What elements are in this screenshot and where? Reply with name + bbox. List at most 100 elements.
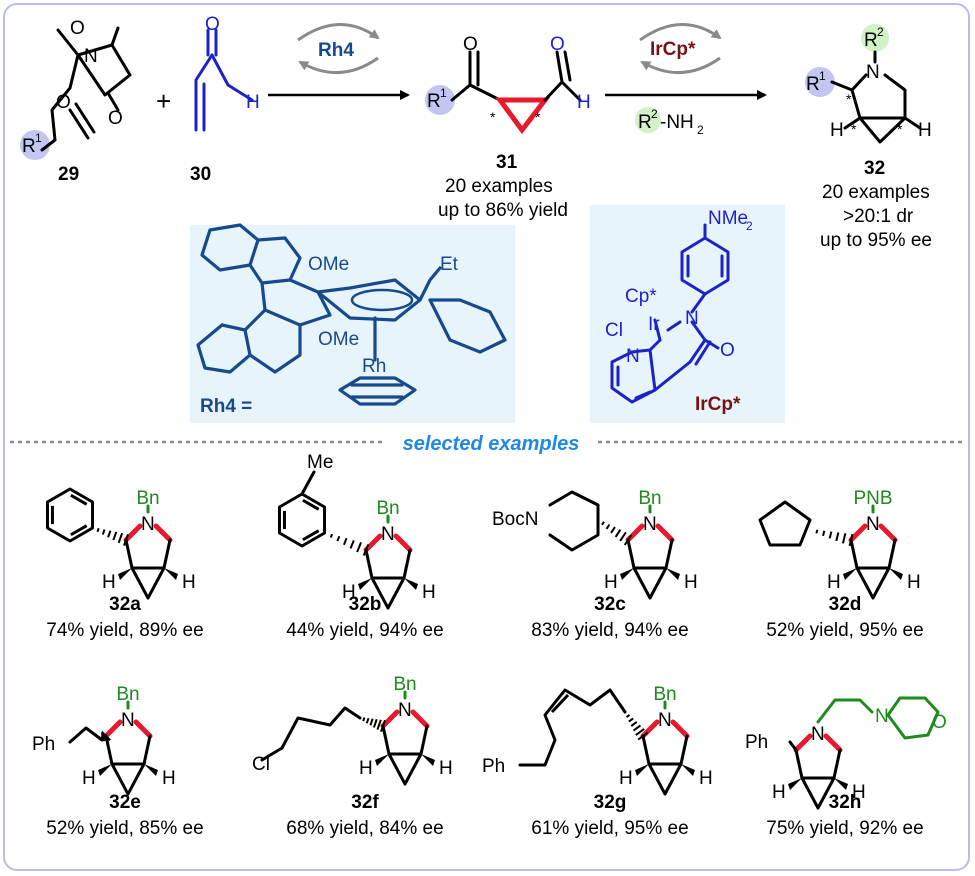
h-label: H [182,572,196,593]
r1-highlight-circle [20,130,50,160]
h-label: H [918,120,932,141]
h-label: H [342,582,356,603]
h-label: H [827,572,841,593]
compound-31-structure [425,50,582,135]
r2-highlight-circle [635,107,661,133]
n-label: N [121,710,135,731]
catalytic-cycle-arrow [297,23,380,42]
n-substituent-label: Bn [136,488,159,509]
compound-30-structure [194,28,254,132]
h-label: H [82,768,96,789]
o-label: O [70,18,85,39]
summary-31-line: up to 86% yield [438,200,568,221]
pyrrolidine-core [98,700,158,796]
o-label: O [720,340,735,361]
summary-32-line: 20 examples [822,182,930,203]
n-substituent-label: Bn [116,684,139,705]
catalytic-cycle-arrow [639,23,722,42]
example-id-32a: 32a [109,594,141,615]
r1-sup: 1 [35,131,42,145]
n-substituent-label: Bn [393,674,416,695]
stereo-mark: * [851,121,857,137]
example-result-32g: 61% yield, 95% ee [531,818,688,839]
n-label: N [685,308,699,329]
h-label: H [162,768,176,789]
plus-sign: + [156,86,171,116]
benzene-ring [277,492,327,548]
r1-sup: 1 [440,86,447,100]
n-label: N [141,514,155,535]
rh4-structure [196,223,507,406]
r1-highlight-circle [425,85,455,115]
pyrrolidine-core [843,504,903,600]
phenyl-bond [788,740,798,752]
stereo-mark: * [846,91,852,107]
alkyl-chain [68,726,104,744]
h-label: H [852,782,866,803]
catalytic-cycle-arrow [640,56,721,74]
n-label: N [84,46,98,67]
morpholine-ring [886,696,940,740]
example-id-32c: 32c [594,594,626,615]
phenyl-label: Ph [32,734,55,755]
n-label: N [866,62,880,83]
n-label: N [643,514,657,535]
o-label: O [205,14,220,35]
cl-label: Cl [605,320,623,341]
h-label: H [772,782,786,803]
methyl-bond [300,470,316,496]
compound-32-label: 32 [864,158,885,179]
selected-examples-header: selected examples [403,433,580,455]
h-label: H [439,758,453,779]
pyrrolidine-core [118,504,178,600]
rh-label: Rh [362,356,386,377]
example-id-32d: 32d [829,594,862,615]
r1-highlight-circle [805,67,835,97]
example-id-32b: 32b [349,594,382,615]
morpholine-o-label: O [932,712,947,733]
h-label: H [830,120,844,141]
h-label: H [422,582,436,603]
h-label: H [907,572,921,593]
benzene-ring [45,487,95,543]
compound-29-structure [20,26,132,160]
ome-bottom-label: OMe [318,329,359,350]
h-label: H [102,572,116,593]
cyclopentane-ring [758,500,812,547]
morpholine-n-label: N [875,706,889,727]
n-label: N [626,346,640,367]
example-result-32d: 52% yield, 95% ee [766,620,923,641]
figure-frame [3,3,970,871]
h-label: H [699,768,713,789]
pyrrolidine-core [620,504,680,600]
ircp-catalyst-box [590,205,785,423]
summary-31-line: 20 examples [445,176,553,197]
summary-32-line: >20:1 dr [843,206,914,227]
catalytic-cycle-arrow [298,56,379,74]
example-result-32b: 44% yield, 94% ee [286,620,443,641]
chloro-label: Cl [252,754,270,775]
r1-label: R [427,91,441,112]
h-label: H [684,572,698,593]
boc-n-label: BocN [492,509,538,530]
catalyst-rh4-label: Rh4 [318,40,354,61]
example-id-32e: 32e [109,792,141,813]
phenyl-label: Ph [745,732,768,753]
example-result-32c: 83% yield, 94% ee [531,620,688,641]
ir-label: Ir [648,314,660,335]
methyl-label: Me [307,452,333,473]
o-label: O [56,92,71,113]
stereo-mark: * [535,109,541,125]
pyrrolidine-core [375,690,435,786]
summary-32-line: up to 95% ee [820,230,932,251]
example-id-32h: 32h [829,792,862,813]
cp-label: Cp* [625,286,657,307]
o-label: O [108,108,123,129]
alkyl-chain [260,706,362,762]
r1-label: R [806,74,820,95]
h-label: H [619,768,633,789]
stereo-mark: * [490,109,496,125]
example-result-32a: 74% yield, 89% ee [46,620,203,641]
alkenyl-chain [518,688,627,767]
